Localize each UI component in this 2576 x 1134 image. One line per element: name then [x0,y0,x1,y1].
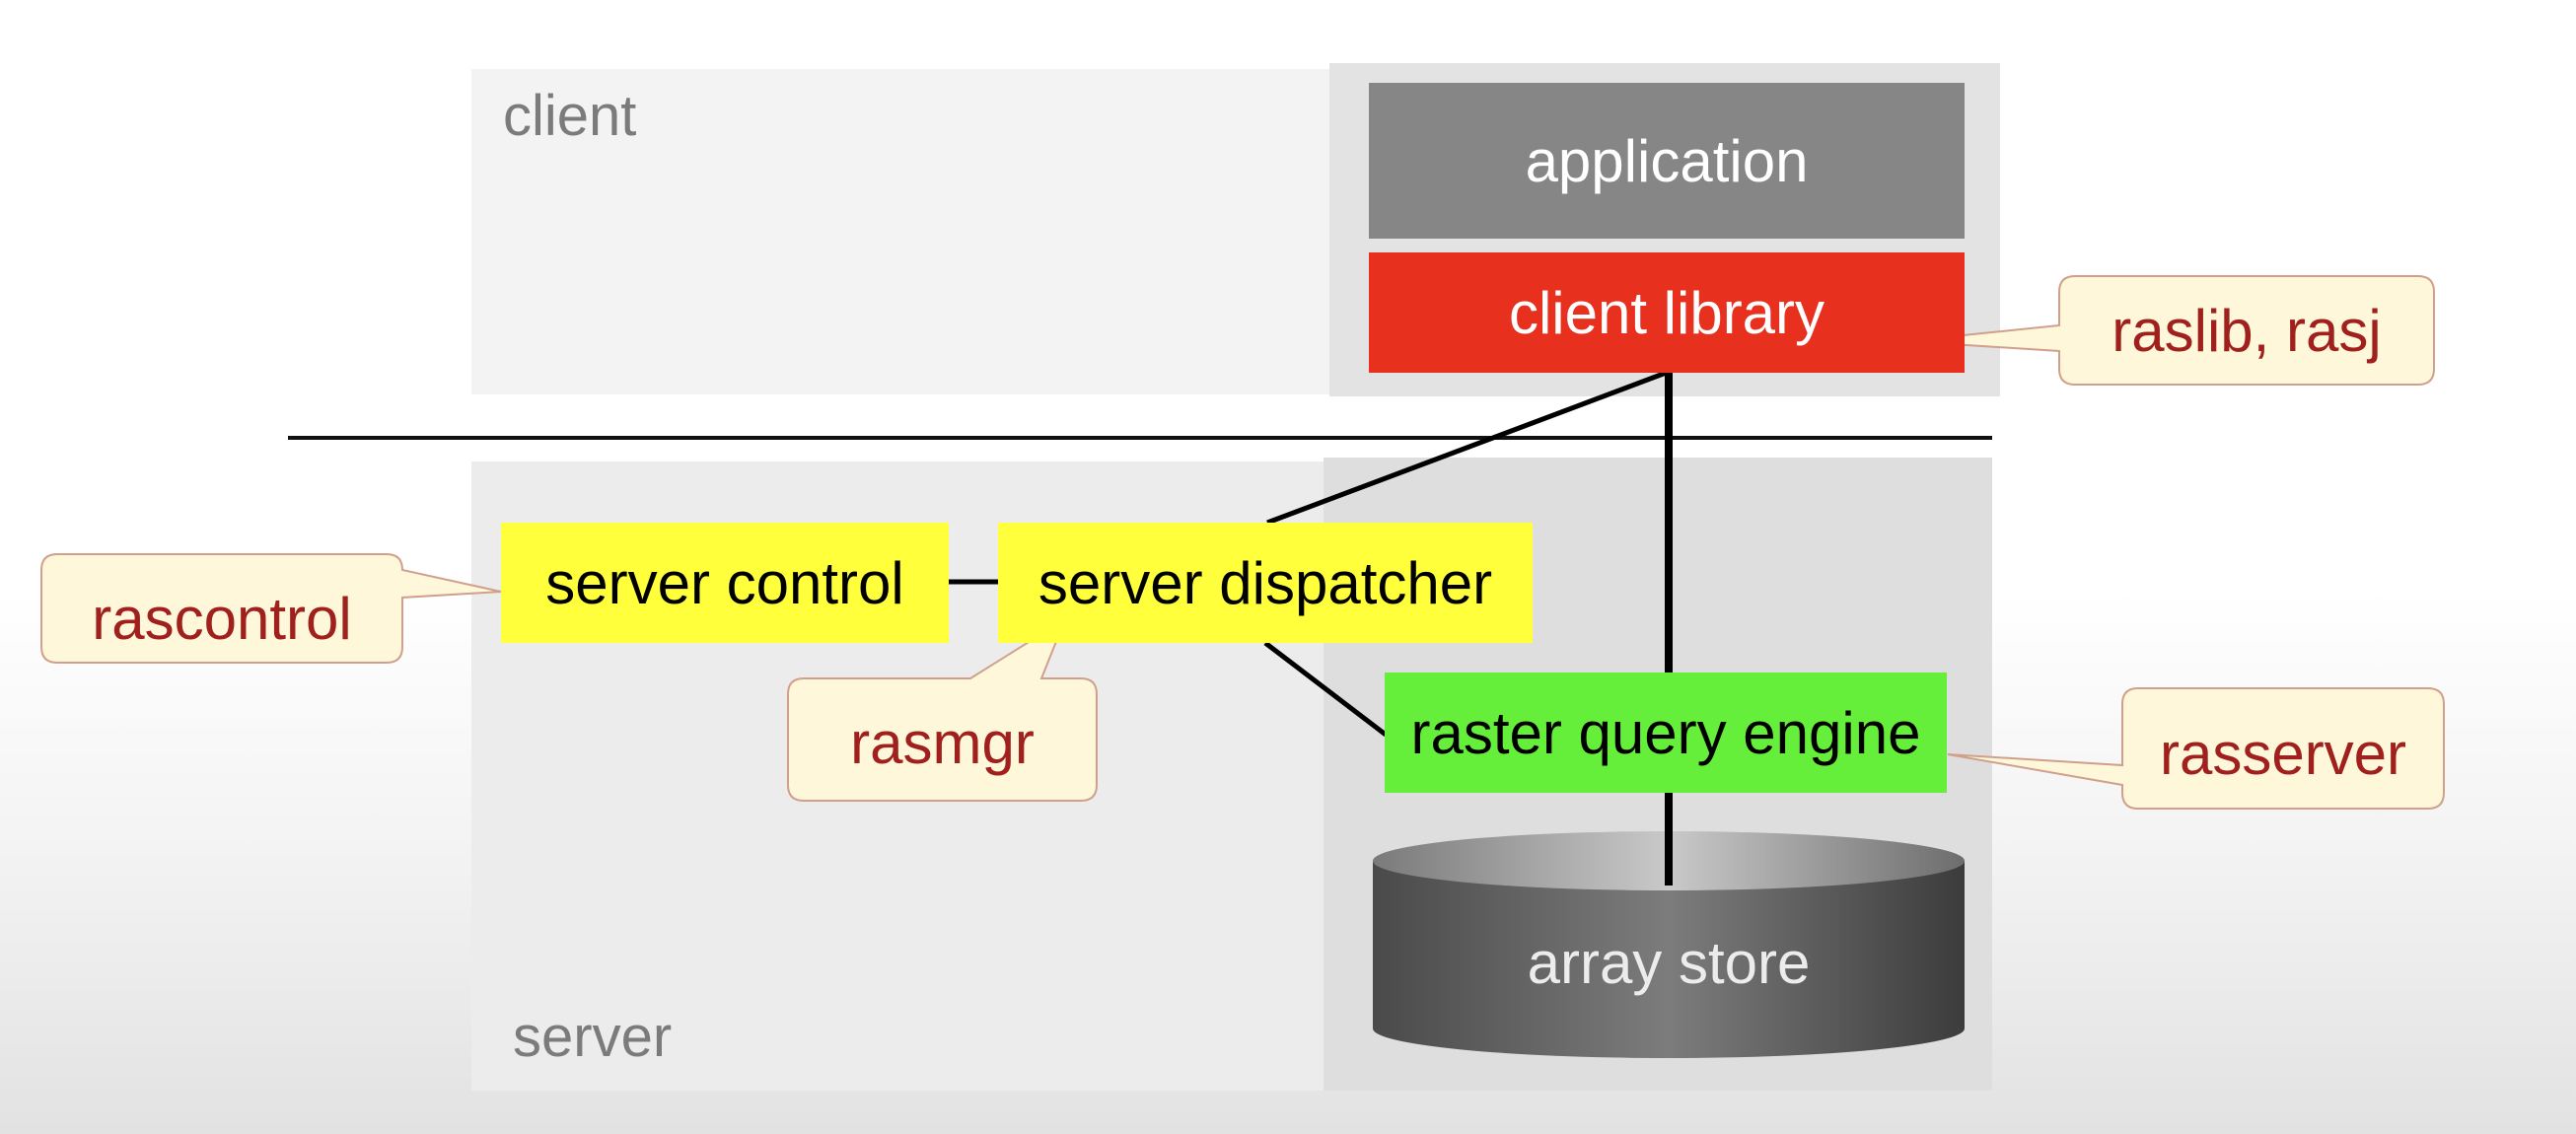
server-control-box: server control [501,523,949,643]
client-label: client [503,84,637,148]
callout-rasmgr: rasmgr [850,709,1035,776]
callout-rascontrol: rascontrol [92,585,352,652]
callout-rascontrol-shape [40,553,502,664]
link-library-to-dispatcher [1266,369,1670,526]
callout-rasmgr-shape [787,616,1098,802]
callout-raslib-shape [1904,275,2435,386]
callout-rasserver-shape [1947,687,2445,810]
client-region [471,69,1329,394]
array-store-label: array store [1527,929,1811,996]
client-library-box: client library [1369,252,1965,373]
callout-rasserver: rasserver [2159,720,2407,787]
server-dispatcher-box: server dispatcher [998,523,1533,643]
server-label: server [513,1005,673,1069]
callout-raslib: raslib, rasj [2111,297,2382,364]
application-box: application [1369,83,1965,239]
raster-query-engine-box: raster query engine [1385,673,1947,793]
link-dispatcher-to-engine [1263,641,1388,737]
